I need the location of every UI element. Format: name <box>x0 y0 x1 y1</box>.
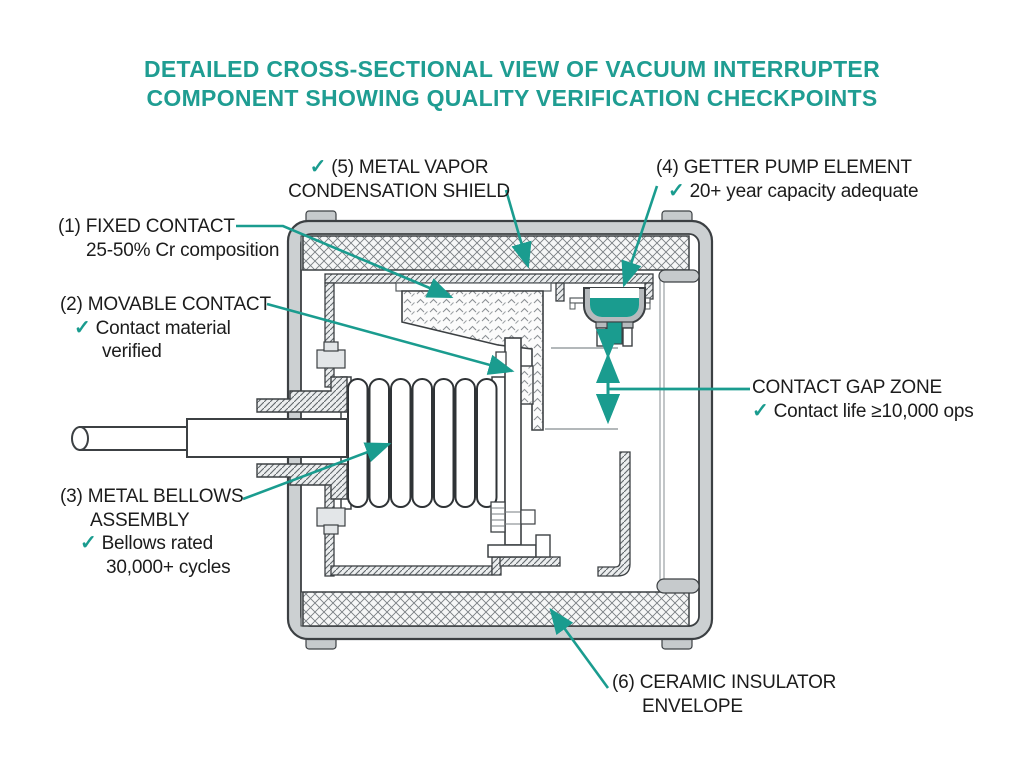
leader-movable-contact <box>266 302 515 375</box>
callout-text: 20+ year capacity adequate <box>689 180 919 202</box>
check-icon: ✓ <box>309 156 327 178</box>
fixed-contact <box>395 282 552 431</box>
check-icon: ✓ <box>74 316 91 339</box>
figure-title-line1: DETAILED CROSS-SECTIONAL VIEW OF VACUUM … <box>144 56 880 82</box>
callout-movable-contact: (2) MOVABLE CONTACT ✓Contact material ve… <box>60 293 271 364</box>
callout-text: (3) METAL BELLOWS <box>60 486 244 507</box>
callout-text: CONDENSATION SHIELD <box>288 180 510 202</box>
callout-text: CONTACT GAP ZONE <box>752 377 942 398</box>
leader-shield <box>504 189 532 269</box>
check-icon: ✓ <box>80 532 97 554</box>
leader-getter <box>621 185 659 288</box>
callout-fixed-contact: (1) FIXED CONTACT 25-50% Cr composition <box>58 215 279 262</box>
callout-text: verified <box>102 341 162 362</box>
leader-arrows <box>236 185 659 689</box>
leader-ceramic <box>549 607 610 689</box>
leader-bellows <box>242 442 392 501</box>
callout-text: (1) FIXED CONTACT <box>58 216 235 237</box>
callout-getter-pump: (4) GETTER PUMP ELEMENT ✓20+ year capaci… <box>656 156 919 203</box>
check-icon: ✓ <box>752 399 769 422</box>
callout-contact-gap: CONTACT GAP ZONE ✓Contact life ≥10,000 o… <box>752 376 974 423</box>
callout-text: (6) CERAMIC INSULATOR <box>612 672 837 693</box>
leader-fixed-contact <box>236 224 454 299</box>
callout-text: ENVELOPE <box>642 695 743 717</box>
metal-bellows-assembly <box>340 376 506 510</box>
callout-ceramic-envelope: (6) CERAMIC INSULATOR ENVELOPE <box>612 671 836 718</box>
callout-text: (4) GETTER PUMP ELEMENT <box>656 157 912 178</box>
flange-mount <box>256 341 348 535</box>
figure-title: DETAILED CROSS-SECTIONAL VIEW OF VACUUM … <box>0 55 1024 113</box>
contact-gap-dimension <box>545 329 750 430</box>
callout-text: Contact life ≥10,000 ops <box>773 400 974 422</box>
drive-shaft <box>71 418 348 458</box>
callout-text: Contact material <box>95 317 231 339</box>
figure-title-line2: COMPONENT SHOWING QUALITY VERIFICATION C… <box>146 85 878 111</box>
callout-text: 25-50% Cr composition <box>86 239 280 261</box>
callout-text: (2) MOVABLE CONTACT <box>60 294 271 315</box>
callout-text: Bellows rated <box>101 533 214 554</box>
callout-metal-vapor-shield: ✓(5) METAL VAPOR CONDENSATION SHIELD <box>284 156 514 203</box>
callout-text: (5) METAL VAPOR <box>331 157 489 178</box>
check-icon: ✓ <box>668 179 685 202</box>
callout-metal-bellows: (3) METAL BELLOWS ASSEMBLY ✓Bellows rate… <box>60 485 244 579</box>
callout-text: ASSEMBLY <box>90 509 190 531</box>
callout-text: 30,000+ cycles <box>106 556 231 578</box>
